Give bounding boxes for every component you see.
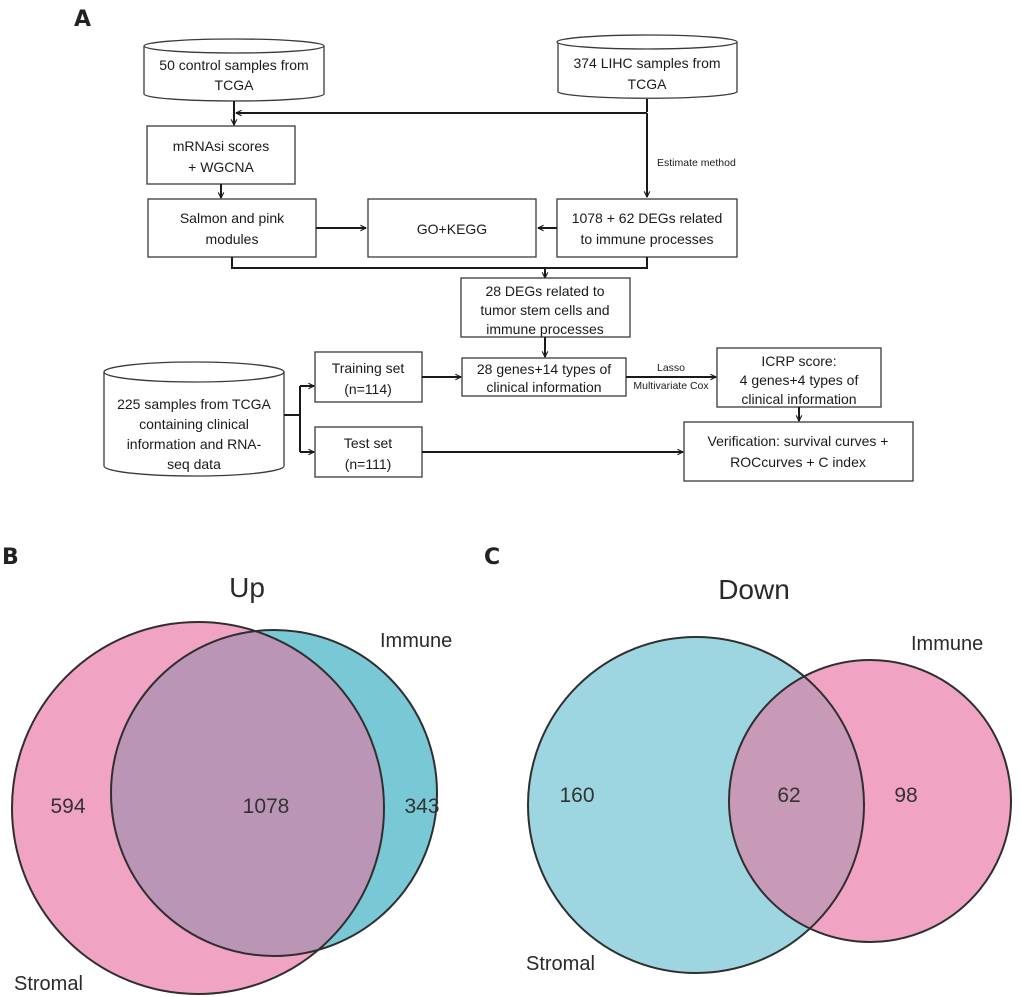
venn-up-only-stromal: 594 [50, 795, 85, 818]
box-training-set: Training set (n=114) [314, 351, 423, 403]
venn-down-stromal-outline [527, 636, 865, 974]
svg-text:28 genes+14 types of: 28 genes+14 types of [477, 361, 611, 377]
venn-down-title: Down [718, 574, 790, 605]
panel-label-b: B [2, 545, 19, 570]
svg-text:Verification: survival curves: Verification: survival curves + [708, 433, 889, 449]
box-mrnasi-wgcna: mRNAsi scores + WGCNA [146, 125, 296, 185]
db-control-line1: 50 control samples from [159, 57, 308, 73]
venn-down-stromal-label: Stromal [526, 953, 595, 975]
venn-down-only-stromal: 160 [559, 784, 594, 807]
svg-text:4 genes+4 types of: 4 genes+4 types of [740, 372, 859, 388]
venn-up-only-immune: 343 [404, 795, 439, 818]
svg-text:Training set: Training set [332, 360, 405, 376]
venn-up [11, 621, 438, 995]
svg-text:modules: modules [206, 231, 259, 247]
venn-up-overlap-count: 1078 [243, 795, 290, 818]
venn-up-overlap-region [111, 630, 384, 956]
svg-text:ROCcurves + C index: ROCcurves + C index [730, 454, 866, 470]
svg-text:clinical information: clinical information [486, 379, 601, 395]
lasso-label: Lasso [657, 362, 685, 374]
svg-text:(n=114): (n=114) [344, 381, 392, 397]
svg-text:tumor stem cells and: tumor stem cells and [480, 302, 609, 318]
svg-text:GO+KEGG: GO+KEGG [417, 221, 487, 237]
svg-text:Test set: Test set [344, 435, 392, 451]
box-28-degs: 28 DEGs related to tumor stem cells and … [460, 277, 631, 338]
panel-label-c: C [484, 545, 500, 570]
svg-text:Salmon and pink: Salmon and pink [180, 210, 285, 226]
db-lihc-line2: TCGA [628, 76, 668, 92]
venn-down-only-immune: 98 [894, 784, 917, 807]
box-icrp-score: ICRP score: 4 genes+4 types of clinical … [716, 347, 882, 408]
venn-down-overlap-region [729, 660, 864, 942]
db-lihc-line1: 374 LIHC samples from [573, 55, 720, 71]
box-salmon-pink-modules: Salmon and pink modules [147, 198, 317, 258]
svg-text:1078 + 62 DEGs related: 1078 + 62 DEGs related [572, 210, 723, 226]
svg-text:(n=111): (n=111) [345, 456, 392, 472]
svg-text:+ WGCNA: + WGCNA [188, 159, 254, 175]
connector-merge [231, 257, 648, 269]
svg-text:information and RNA-: information and RNA- [127, 436, 262, 452]
db-control-line2: TCGA [215, 77, 255, 93]
venn-down-immune-label: Immune [911, 633, 983, 655]
box-verification: Verification: survival curves + ROCcurve… [683, 421, 914, 482]
box-go-kegg: GO+KEGG [367, 198, 537, 258]
estimate-method-label: Estimate method [657, 157, 736, 169]
db-lihc-samples: 374 LIHC samples from TCGA [556, 34, 738, 99]
svg-text:mRNAsi scores: mRNAsi scores [173, 138, 269, 154]
venn-down-immune-outline [728, 659, 1012, 943]
venn-up-title: Up [229, 572, 265, 603]
venn-up-stromal-outline [11, 621, 385, 995]
box-degs-immune: 1078 + 62 DEGs related to immune process… [556, 198, 738, 258]
svg-text:clinical information: clinical information [741, 391, 856, 407]
venn-up-immune-label: Immune [380, 630, 452, 652]
svg-text:28 DEGs related to: 28 DEGs related to [485, 283, 604, 299]
svg-text:containing clinical: containing clinical [139, 416, 249, 432]
panel-label-a: A [74, 7, 91, 32]
venn-up-stromal-label: Stromal [14, 973, 83, 995]
db-225-samples: 225 samples from TCGA containing clinica… [103, 361, 285, 477]
svg-text:ICRP score:: ICRP score: [761, 353, 836, 369]
svg-text:to immune processes: to immune processes [580, 231, 713, 247]
venn-up-immune-outline [110, 629, 438, 957]
box-test-set: Test set (n=111) [314, 426, 423, 478]
svg-text:immune processes: immune processes [486, 321, 604, 337]
multivariate-cox-label: Multivariate Cox [633, 380, 709, 392]
box-28-genes-clinical: 28 genes+14 types of clinical informatio… [461, 357, 627, 397]
db-control-samples: 50 control samples from TCGA [143, 38, 325, 102]
svg-text:seq data: seq data [167, 456, 221, 472]
venn-down-overlap-count: 62 [777, 784, 800, 807]
venn-down [527, 636, 1012, 974]
svg-text:225 samples from TCGA: 225 samples from TCGA [117, 396, 271, 412]
